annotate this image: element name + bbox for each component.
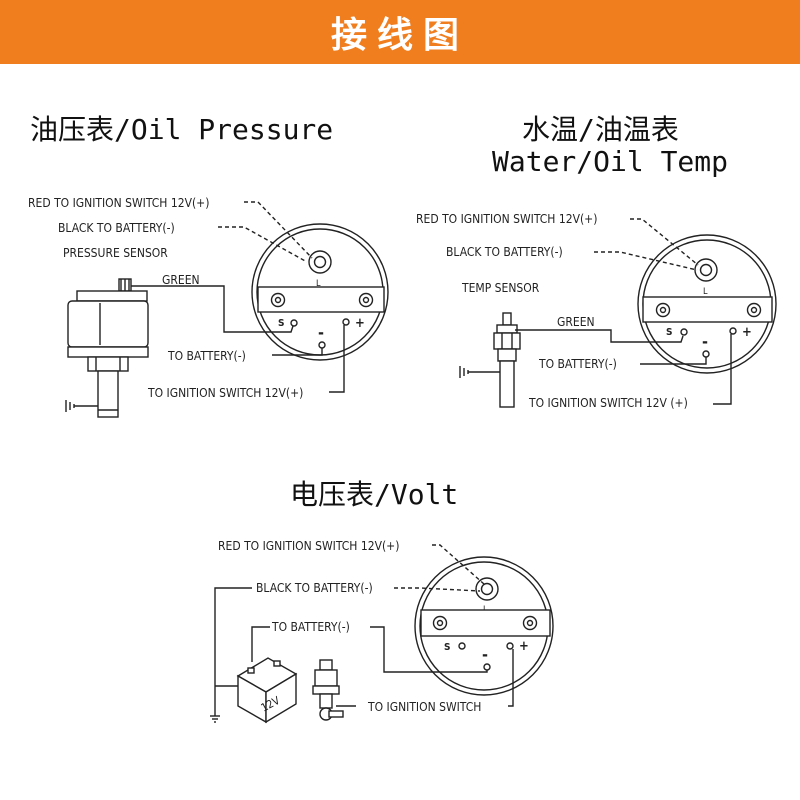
banner-title: 接线图	[330, 15, 469, 56]
oil-pressure-terminal-minus: -	[318, 323, 324, 342]
oil-pressure-red-label: RED TO IGNITION SWITCH 12V(+)	[28, 196, 209, 210]
volt-ignition-label: TO IGNITION SWITCH	[367, 700, 481, 714]
water-temp-diagram: L S - + RED TO IGNITION SWITCH 12V(+)	[416, 212, 777, 410]
oil-pressure-ignition-label: TO IGNITION SWITCH 12V(+)	[147, 386, 303, 400]
pressure-sensor-icon	[65, 278, 149, 418]
volt-black-label: BLACK TO BATTERY(-)	[256, 581, 373, 595]
oil-pressure-gauge: L S - +	[251, 223, 389, 361]
water-temp-terminal-minus: -	[702, 332, 708, 351]
ignition-key-icon	[312, 659, 344, 721]
oil-pressure-sensor-label: PRESSURE SENSOR	[63, 246, 168, 260]
water-temp-title-cn: 水温/油温表	[522, 113, 679, 146]
volt-terminal-s: S	[444, 642, 450, 653]
oil-pressure-lamp-socket	[308, 250, 332, 274]
water-temp-battery-label: TO BATTERY(-)	[538, 357, 617, 371]
volt-gauge: L S - +	[414, 556, 554, 696]
oil-pressure-black-label: BLACK TO BATTERY(-)	[58, 221, 175, 235]
oil-pressure-diagram: L S - +	[28, 196, 389, 418]
oil-pressure-lamp-label: L	[316, 279, 321, 289]
water-temp-lamp-socket	[694, 258, 718, 282]
volt-battery-label: TO BATTERY(-)	[271, 620, 350, 634]
water-temp-green-label: GREEN	[557, 315, 595, 329]
water-temp-lamp-label: L	[703, 287, 708, 297]
water-temp-ignition-label: TO IGNITION SWITCH 12V (+)	[528, 396, 688, 410]
header-banner: 接线图	[0, 0, 800, 64]
volt-title: 电压表/Volt	[290, 478, 459, 511]
volt-ground-symbol	[210, 715, 220, 723]
oil-pressure-battery-label: TO BATTERY(-)	[167, 349, 246, 363]
volt-red-label: RED TO IGNITION SWITCH 12V(+)	[218, 539, 399, 553]
battery-icon: 12V	[236, 657, 298, 724]
volt-terminal-plus: +	[519, 639, 529, 654]
oil-pressure-terminal-s: S	[278, 318, 284, 329]
water-temp-sensor-label: TEMP SENSOR	[461, 281, 540, 295]
water-temp-red-label: RED TO IGNITION SWITCH 12V(+)	[416, 212, 597, 226]
water-temp-title-en: Water/Oil Temp	[492, 145, 729, 178]
oil-pressure-bracket	[257, 286, 385, 313]
oil-pressure-title: 油压表/Oil Pressure	[30, 113, 334, 146]
volt-lamp-socket	[475, 577, 499, 601]
oil-pressure-terminal-plus: +	[355, 316, 365, 331]
water-temp-terminal-plus: +	[742, 325, 752, 340]
water-temp-black-label: BLACK TO BATTERY(-)	[446, 245, 563, 259]
volt-diagram: L S - + 12V	[210, 539, 554, 724]
volt-terminal-minus: -	[482, 645, 488, 664]
volt-bracket	[420, 609, 551, 637]
water-temp-terminal-s: S	[666, 327, 672, 338]
oil-pressure-green-label: GREEN	[162, 273, 200, 287]
temp-sensor-icon	[459, 312, 521, 408]
water-temp-bracket	[642, 296, 773, 323]
water-temp-gauge: L S - +	[637, 234, 777, 374]
